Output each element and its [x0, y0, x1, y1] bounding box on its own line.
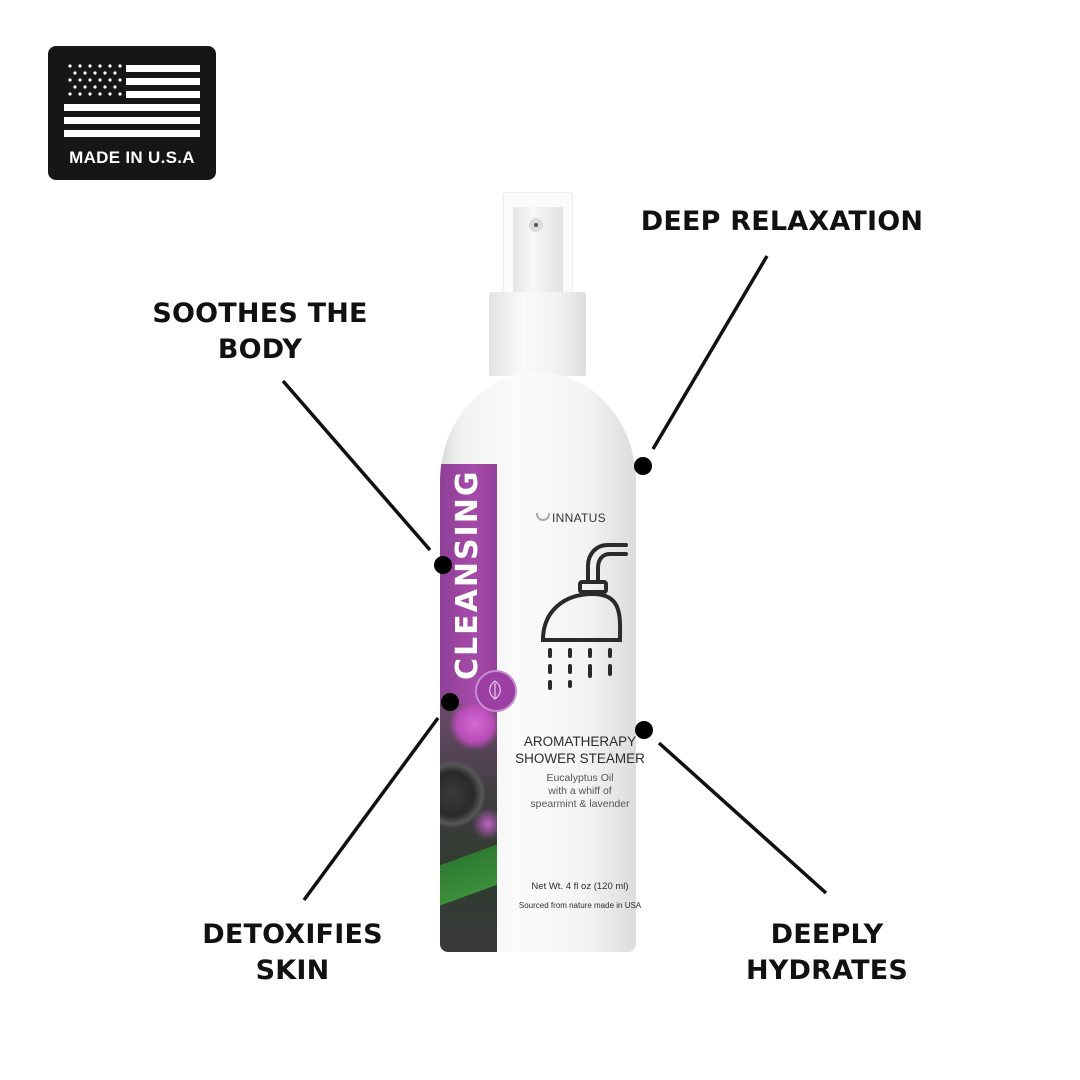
callout-dot-hydrates	[635, 721, 653, 739]
label-photo-strip	[440, 704, 497, 952]
brand-icon	[536, 513, 550, 521]
bottle-collar	[489, 292, 586, 376]
callout-relaxation: DEEP RELAXATION	[640, 206, 924, 237]
brand-name: INNATUS	[552, 511, 606, 525]
leaf-icon	[489, 680, 501, 700]
sourced-note: Sourced from nature made in USA	[518, 901, 642, 910]
us-flag-icon	[64, 64, 200, 137]
net-weight: Net Wt. 4 fl oz (120 ml)	[531, 881, 629, 892]
callout-hydrates: DEEPLY HYDRATES	[745, 919, 909, 986]
product-description: Eucalyptus Oil with a whiff of spearmint…	[530, 772, 630, 810]
made-in-usa-label: MADE IN U.S.A	[69, 148, 195, 167]
spray-nozzle	[529, 218, 543, 232]
callout-soothes: SOOTHES THE BODY	[152, 298, 368, 365]
callout-dot-relaxation	[634, 457, 652, 475]
natural-seal	[475, 670, 517, 712]
label-purple-band	[440, 464, 497, 704]
callout-dot-detoxifies	[441, 693, 459, 711]
shower-head-icon	[540, 543, 628, 690]
made-in-usa-badge: MADE IN U.S.A	[48, 46, 216, 180]
band-label: CLEANSING	[450, 469, 485, 680]
callout-detoxifies: DETOXIFIES SKIN	[202, 919, 383, 986]
brand-logo: INNATUS	[536, 511, 606, 525]
callout-dot-soothes	[434, 556, 452, 574]
bottle-body	[440, 372, 636, 952]
product-title: AROMATHERAPY SHOWER STEAMER	[515, 734, 645, 766]
